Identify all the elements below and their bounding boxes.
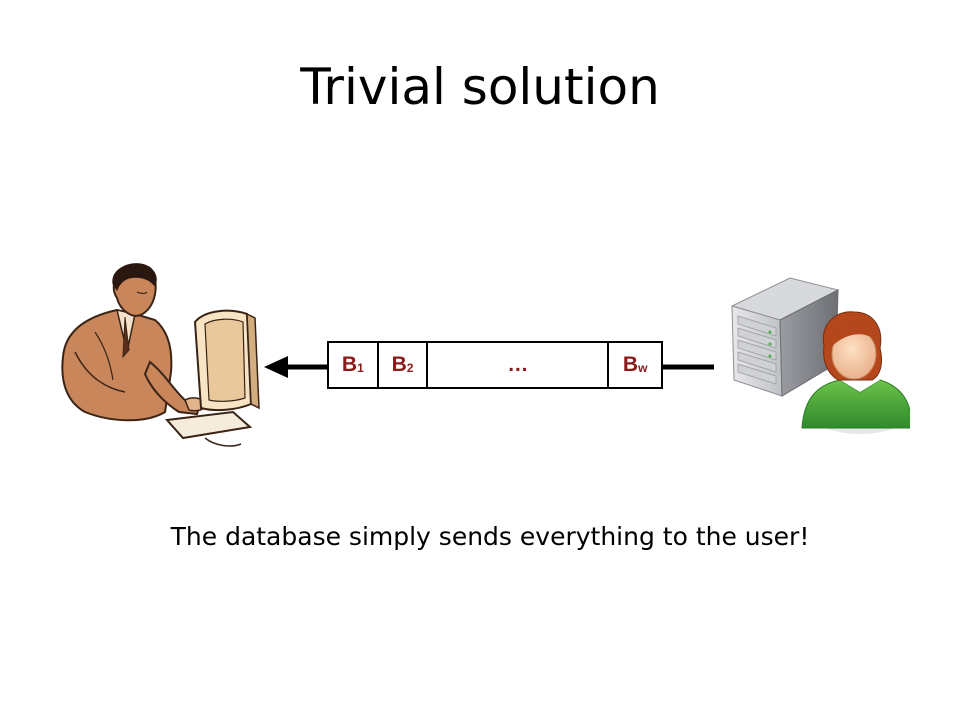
database-server-icon bbox=[730, 277, 910, 434]
block-ellipsis: … bbox=[428, 343, 610, 387]
slide-caption: The database simply sends everything to … bbox=[170, 522, 810, 551]
slide-title: Trivial solution bbox=[300, 58, 660, 116]
user-at-computer-icon bbox=[61, 263, 260, 447]
